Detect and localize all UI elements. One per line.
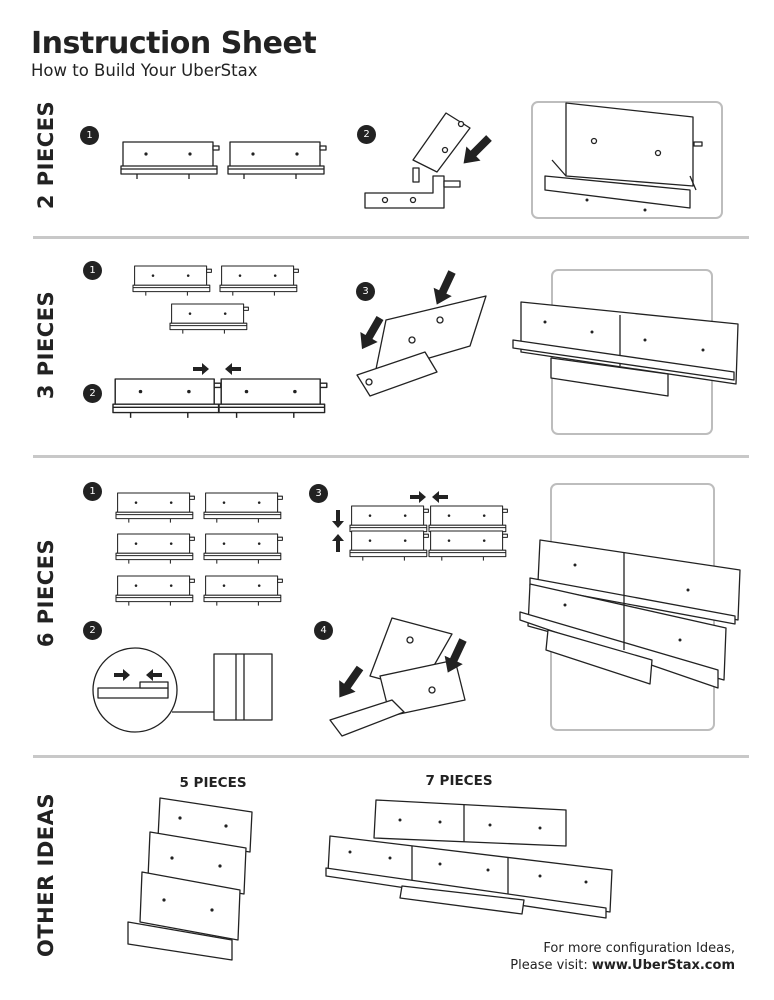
five-pieces-illustration [127, 797, 253, 961]
page-subtitle: How to Build Your UberStax [31, 61, 258, 80]
shelf-piece [169, 303, 249, 335]
shelf-piece [219, 265, 299, 297]
joint-detail-diagram [92, 647, 273, 733]
shelf-piece [115, 492, 195, 524]
step-badge: 1 [83, 482, 102, 501]
shelf-piece [203, 533, 283, 565]
result-3-pieces [512, 301, 739, 397]
divider [33, 236, 749, 239]
assembly-diagram [353, 267, 487, 397]
step-badge: 3 [356, 282, 375, 301]
page-title: Instruction Sheet [31, 26, 317, 61]
result-2-pieces [544, 102, 703, 212]
step-badge: 2 [83, 621, 102, 640]
step-badge: 3 [309, 484, 328, 503]
footer-line-2-prefix: Please visit: [510, 958, 592, 973]
result-frame [531, 101, 723, 219]
step-badge: 2 [83, 384, 102, 403]
seven-pieces-illustration [325, 799, 613, 919]
divider [33, 455, 749, 458]
shelf-piece [120, 141, 220, 180]
five-pieces-label: 5 PIECES [179, 775, 247, 791]
shelf-piece [203, 575, 283, 607]
footer-line-1: For more configuration Ideas, [543, 941, 735, 956]
step-badge: 1 [80, 126, 99, 145]
shelf-piece [227, 141, 327, 180]
joint-diagram [364, 112, 497, 209]
shelf-piece [203, 492, 283, 524]
divider [33, 755, 749, 758]
footer: For more configuration Ideas, Please vis… [510, 940, 735, 974]
footer-line-2: Please visit: www.UberStax.com [510, 957, 735, 974]
shelf-piece [115, 533, 195, 565]
step-badge: 2 [357, 125, 376, 144]
shelf-piece [115, 575, 195, 607]
stacked-shelves [332, 491, 508, 562]
assembly-diagram [329, 617, 473, 737]
result-6-pieces [519, 539, 741, 689]
website-link[interactable]: www.UberStax.com [591, 958, 735, 973]
seven-pieces-label: 7 PIECES [425, 773, 493, 789]
step-badge: 1 [83, 261, 102, 280]
shelf-piece [132, 265, 212, 297]
step-badge: 4 [314, 621, 333, 640]
joined-shelves [112, 363, 328, 419]
